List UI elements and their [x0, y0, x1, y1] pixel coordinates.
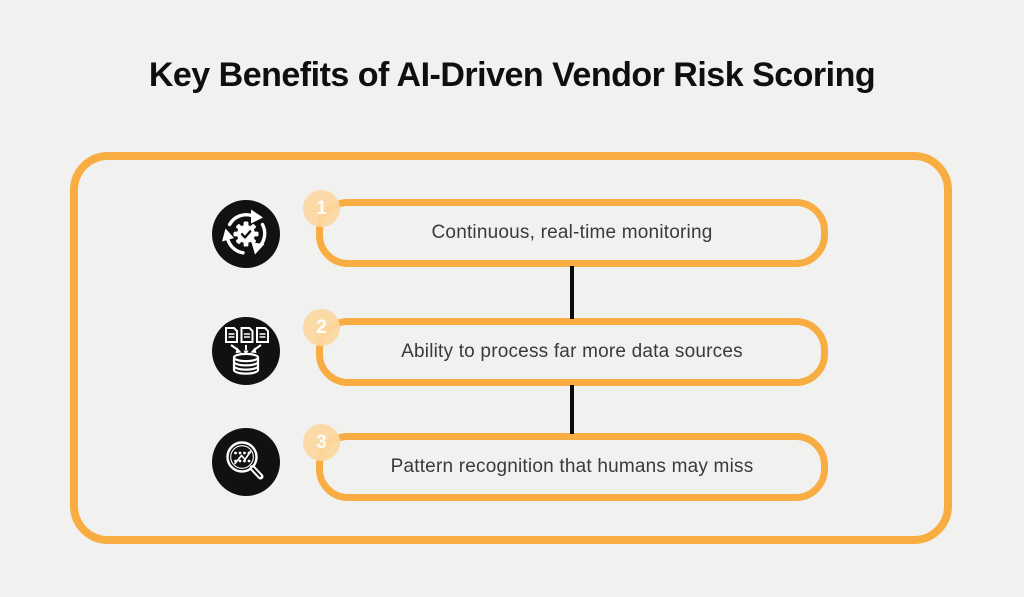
benefit-pill-2: 2 Ability to process far more data sourc… — [303, 309, 828, 386]
step-number-badge-3: 3 — [303, 424, 340, 461]
benefit-label-2: Ability to process far more data sources — [401, 341, 743, 363]
benefit-label-3: Pattern recognition that humans may miss — [390, 456, 754, 478]
benefit-label-1: Continuous, real-time monitoring — [431, 222, 713, 244]
step-number-badge-2: 2 — [303, 309, 340, 346]
pattern-magnifier-icon — [212, 428, 280, 496]
pattern-magnifier-icon-glyph — [226, 441, 264, 480]
connector-line-1 — [570, 266, 574, 319]
connector-line-2 — [570, 385, 574, 434]
benefits-frame — [70, 152, 952, 544]
sync-gear-icon-glyph — [222, 209, 267, 255]
documents-database-icon-glyph — [225, 327, 269, 375]
step-number-badge-1: 1 — [303, 190, 340, 227]
benefit-pill-1: 1 Continuous, real-time monitoring — [303, 190, 828, 267]
page-title: Key Benefits of AI-Driven Vendor Risk Sc… — [148, 56, 876, 94]
benefit-pill-3: 3 Pattern recognition that humans may mi… — [303, 424, 828, 501]
documents-database-icon — [212, 317, 280, 385]
sync-gear-icon — [212, 200, 280, 268]
